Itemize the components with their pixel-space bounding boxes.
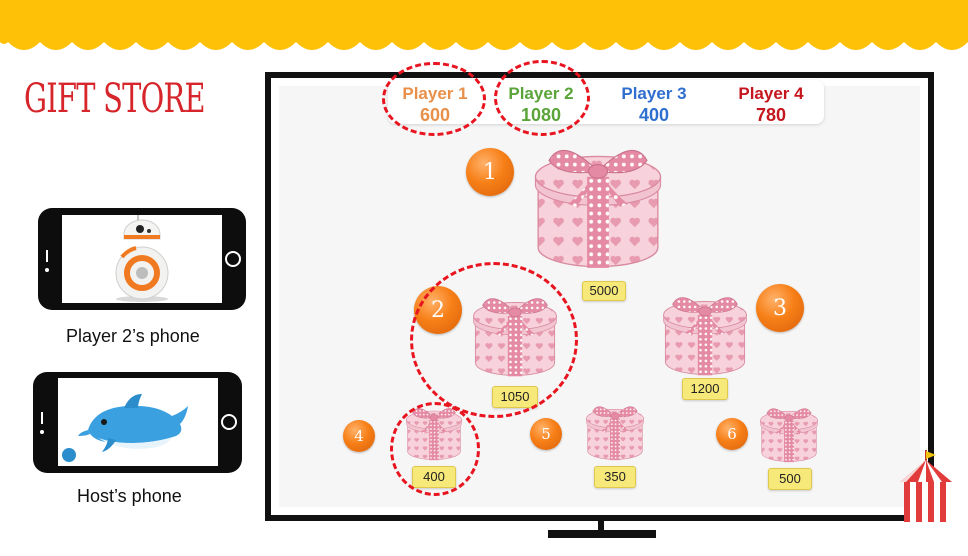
player4-score: Player 4 780 [716, 84, 826, 126]
gift-number-badge: 5 [530, 418, 562, 450]
speaker-dot [45, 268, 49, 272]
dolphin-toy-image [78, 394, 188, 452]
gift-number-badge: 6 [716, 418, 748, 450]
highlight-ring-gift4 [390, 402, 480, 496]
home-button-icon[interactable] [221, 414, 237, 430]
host-phone [33, 372, 242, 473]
host-phone-caption: Host’s phone [77, 486, 182, 506]
player2-phone-caption: Player 2’s phone [66, 326, 200, 346]
scalloped-banner [0, 0, 968, 50]
highlight-ring-player2 [494, 60, 590, 136]
gift-number-badge: 1 [466, 148, 514, 196]
side-button [46, 250, 48, 262]
page-title: GIFT STORE [24, 76, 206, 122]
gift-box-5[interactable] [584, 400, 646, 462]
highlight-ring-gift2 [410, 262, 578, 418]
gift-price-tag: 1200 [682, 378, 728, 400]
gift-box-6[interactable] [758, 402, 820, 464]
tv-stand-neck [598, 518, 604, 532]
bb8-toy-image [115, 215, 169, 302]
highlight-ring-player1 [382, 62, 486, 136]
gift-box-3[interactable] [658, 288, 752, 378]
tv-stand-base [548, 530, 656, 538]
player2-phone-screen [62, 215, 222, 303]
host-phone-screen [58, 378, 218, 466]
player3-score: Player 3 400 [599, 84, 709, 126]
home-button-icon[interactable] [225, 251, 241, 267]
player2-phone [38, 208, 246, 310]
gift-price-tag: 350 [594, 466, 636, 488]
side-button [41, 412, 43, 424]
player-name: Player 3 [621, 84, 687, 103]
gift-box-1[interactable] [530, 136, 666, 272]
gift-price-tag: 500 [768, 468, 812, 490]
gift-price-tag: 5000 [582, 281, 626, 301]
player-name: Player 4 [738, 84, 804, 103]
home-app-icon [62, 448, 76, 462]
gift-number-badge: 4 [343, 420, 375, 452]
player-score-value: 780 [755, 105, 787, 125]
player-score-value: 400 [638, 105, 670, 125]
gift-number-badge: 3 [756, 284, 804, 332]
speaker-dot [40, 430, 44, 434]
funival-logo [900, 450, 952, 522]
